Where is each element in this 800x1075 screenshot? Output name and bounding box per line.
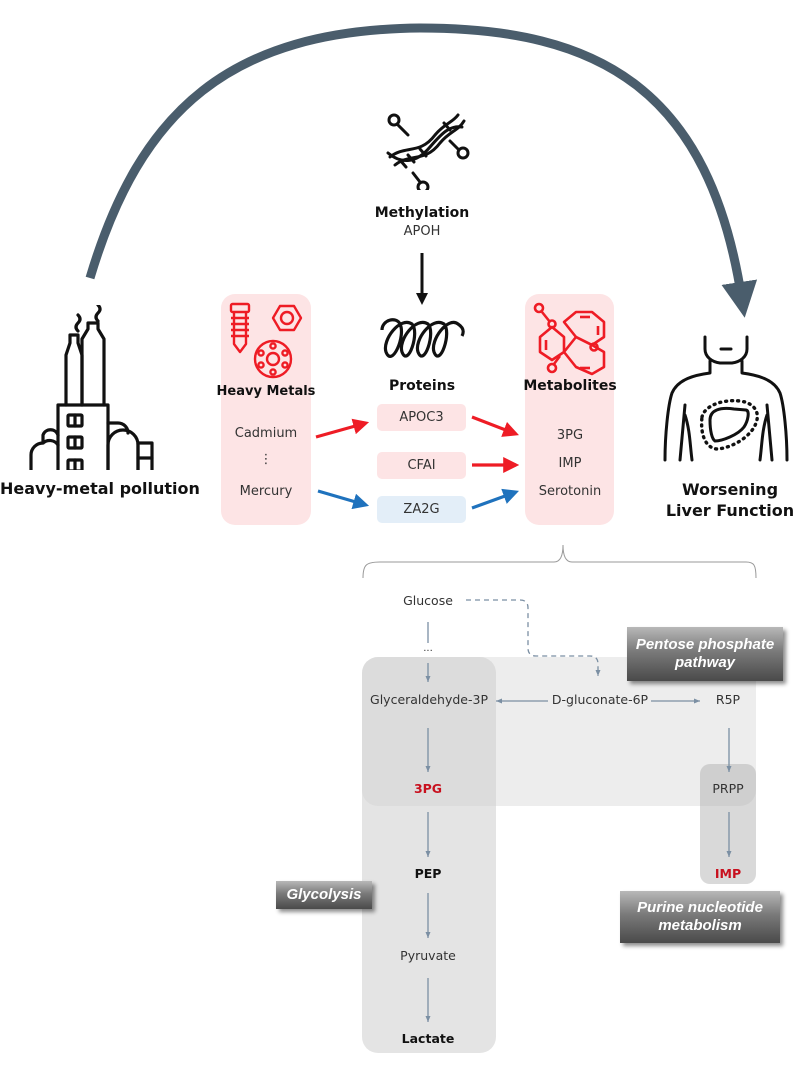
- node-imp: IMP: [714, 866, 742, 881]
- node-ellipsis: ...: [423, 643, 433, 654]
- arrow-za2g-metabolites: [471, 488, 520, 510]
- heavy-metals-panel: [221, 294, 311, 525]
- protein-box-apoc3: APOC3: [377, 404, 466, 431]
- bolt-nut-icon: [229, 302, 303, 379]
- node-glucose: Glucose: [403, 593, 453, 608]
- purine-tag-line1: Purine nucleotide: [637, 899, 763, 916]
- methylation-title: Methylation: [374, 205, 470, 221]
- metabolites-title: Metabolites: [523, 378, 617, 394]
- liver-label-line1: Worsening: [681, 480, 779, 499]
- arrow-glucose-gluconate-dashed: [466, 599, 601, 676]
- molecule-icon: [533, 302, 606, 376]
- protein-box-za2g: ZA2G: [377, 496, 466, 523]
- dna-icon: [386, 113, 470, 190]
- protein-box-cfai: CFAI: [377, 452, 466, 479]
- human-liver-icon: [663, 335, 789, 462]
- glycolysis-tag: Glycolysis: [276, 881, 372, 909]
- node-3pg: 3PG: [413, 781, 443, 796]
- pentose-tag-line2: pathway: [674, 654, 735, 671]
- node-d-gluconate-6p: D-gluconate-6P: [551, 692, 649, 707]
- metabolite-item: Serotonin: [538, 484, 602, 499]
- metabolite-item: 3PG: [556, 428, 584, 443]
- node-r5p: R5P: [715, 692, 741, 707]
- methylation-gene: APOH: [403, 224, 441, 239]
- pentose-tag-line1: Pentose phosphate: [635, 636, 775, 653]
- metal-item: Mercury: [239, 484, 293, 499]
- node-prpp: PRPP: [712, 781, 744, 796]
- metabolites-bracket: [362, 544, 757, 579]
- protein-helix-icon: [380, 318, 465, 358]
- metabolite-item: IMP: [558, 456, 582, 471]
- node-glyceraldehyde-3p: Glyceraldehyde-3P: [370, 692, 488, 707]
- node-pep: PEP: [414, 866, 442, 881]
- proteins-title: Proteins: [388, 378, 456, 394]
- pollution-label: Heavy-metal pollution: [0, 479, 200, 498]
- metal-item-ellipsis: ⋮: [259, 452, 273, 467]
- node-pyruvate: Pyruvate: [400, 948, 456, 963]
- arrow-mercury-za2g: [317, 489, 370, 510]
- node-lactate: Lactate: [401, 1031, 455, 1046]
- liver-label-line2: Liver Function: [665, 501, 795, 520]
- factory-icon: [29, 305, 154, 470]
- purine-metabolism-tag: Purine nucleotide metabolism: [620, 891, 780, 943]
- main-causal-arc: [85, 23, 758, 318]
- metal-item: Cadmium: [234, 426, 298, 441]
- purine-region: [700, 764, 756, 884]
- heavy-metals-title: Heavy Metals: [216, 384, 316, 399]
- pentose-phosphate-tag: Pentose phosphate pathway: [627, 627, 783, 681]
- arrow-cadmium-apoc3: [315, 418, 370, 439]
- arrow-apoc3-metabolites: [471, 415, 519, 437]
- purine-tag-line2: metabolism: [658, 917, 742, 934]
